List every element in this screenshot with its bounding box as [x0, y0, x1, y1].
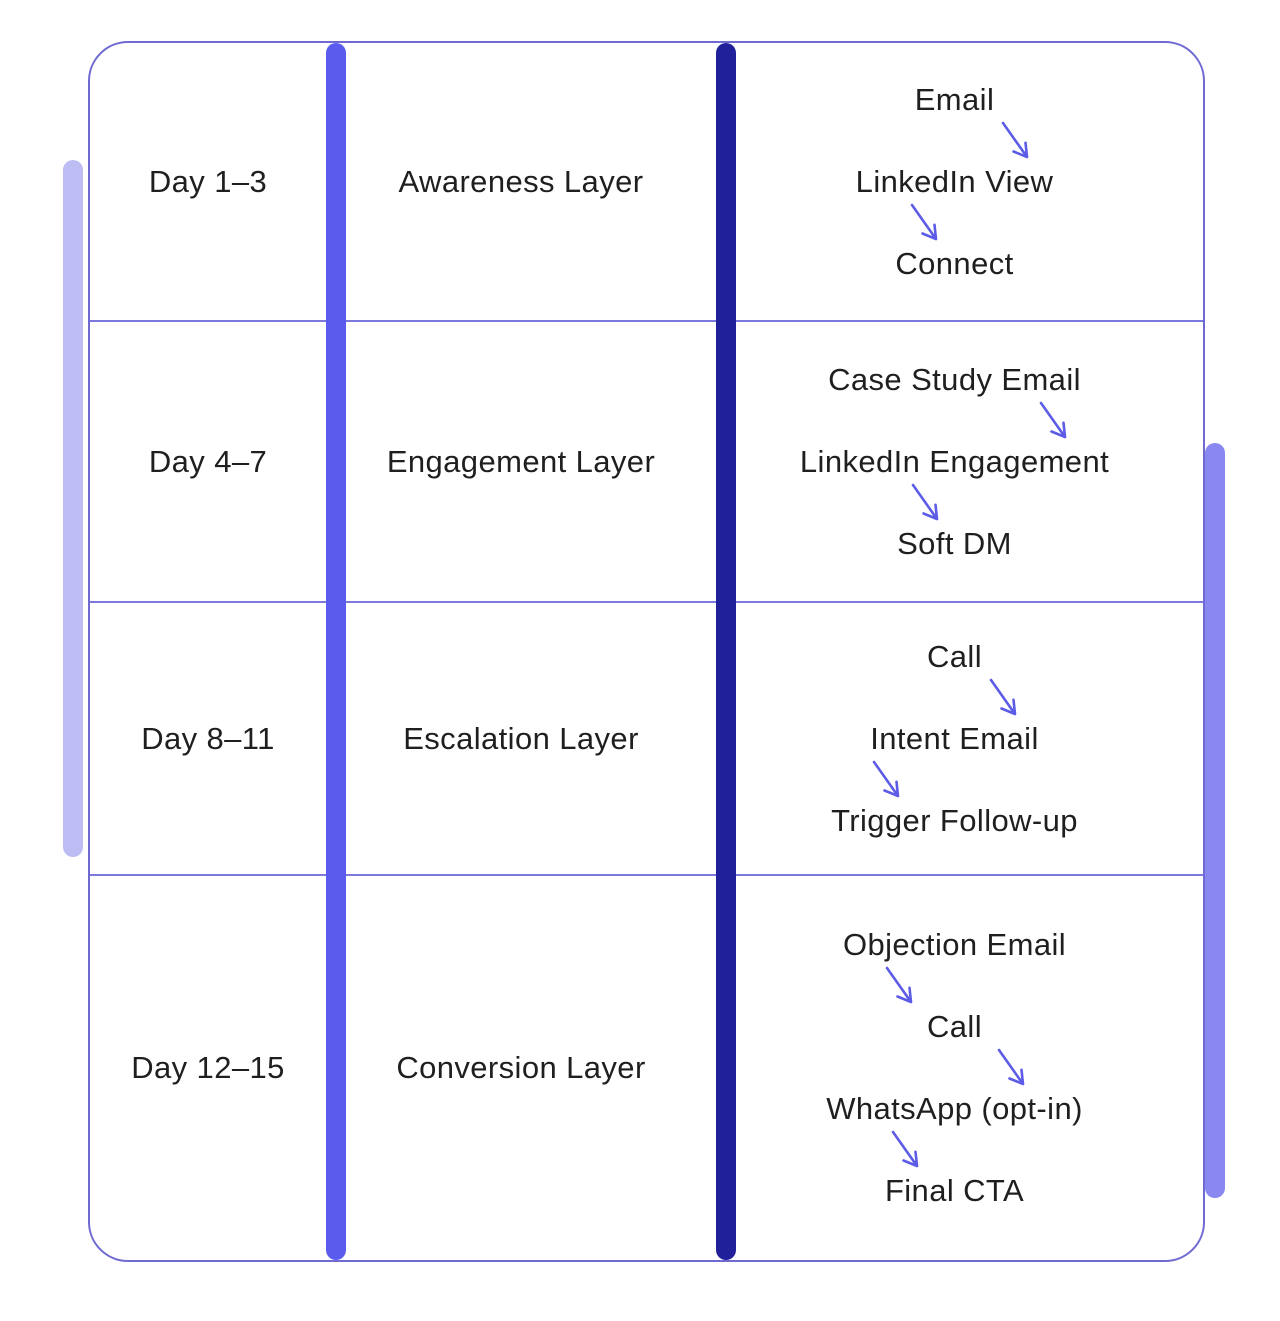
step-label: Trigger Follow-up — [831, 802, 1078, 838]
step-label: Call — [926, 638, 982, 674]
steps-cell: Call Intent Email Trigger Follow-up — [716, 603, 1203, 874]
cadence-table: Day 1–3 Awareness Layer Email LinkedIn V… — [88, 41, 1205, 1262]
step-label: WhatsApp (opt-in) — [826, 1091, 1083, 1126]
table-row: Day 8–11 Escalation Layer Call Intent Em… — [90, 603, 1203, 876]
steps-cell: Case Study Email LinkedIn Engagement Sof… — [716, 322, 1203, 601]
layer-steps-divider-bar — [716, 43, 736, 1260]
right-accent-bar — [1205, 443, 1225, 1198]
step-label: Soft DM — [897, 525, 1012, 561]
arrow-down-right-icon — [872, 760, 899, 797]
day-range-label: Day 1–3 — [148, 163, 268, 199]
step-label: Case Study Email — [828, 361, 1081, 397]
layer-cell: Escalation Layer — [326, 603, 716, 874]
step-label: Intent Email — [870, 720, 1039, 756]
step-label: LinkedIn Engagement — [799, 443, 1110, 479]
arrow-down-right-icon — [891, 1130, 918, 1168]
steps-cell: Email LinkedIn View Connect — [716, 43, 1203, 320]
day-cell: Day 4–7 — [90, 322, 326, 601]
step-label: Email — [914, 81, 995, 117]
arrow-down-right-icon — [1001, 121, 1028, 158]
table-row: Day 12–15 Conversion Layer Objection Ema… — [90, 876, 1203, 1260]
day-cell: Day 1–3 — [90, 43, 326, 320]
arrow-down-right-icon — [911, 483, 938, 520]
arrow-down-right-icon — [910, 203, 937, 240]
arrow-down-right-icon — [1039, 401, 1066, 438]
layer-cell: Awareness Layer — [326, 43, 716, 320]
arrow-down-right-icon — [997, 1048, 1024, 1086]
step-label: Connect — [895, 245, 1014, 281]
arrow-down-right-icon — [989, 678, 1016, 715]
day-cell: Day 12–15 — [90, 876, 326, 1260]
day-range-label: Day 4–7 — [148, 443, 268, 479]
table-row: Day 1–3 Awareness Layer Email LinkedIn V… — [90, 43, 1203, 322]
left-accent-bar — [63, 160, 83, 857]
layer-label: Engagement Layer — [386, 443, 656, 479]
layer-label: Escalation Layer — [403, 720, 639, 756]
steps-cell: Objection Email Call WhatsApp (opt-in) F… — [716, 876, 1203, 1260]
layer-cell: Conversion Layer — [326, 876, 716, 1260]
step-label: LinkedIn View — [855, 163, 1054, 199]
step-label: Call — [926, 1009, 982, 1044]
step-label: Final CTA — [884, 1173, 1025, 1208]
day-cell: Day 8–11 — [90, 603, 326, 874]
step-label: Objection Email — [842, 927, 1067, 962]
day-range-label: Day 12–15 — [131, 1050, 285, 1085]
layer-label: Conversion Layer — [396, 1050, 646, 1085]
arrow-down-right-icon — [885, 966, 912, 1004]
layer-label: Awareness Layer — [398, 163, 644, 199]
day-range-label: Day 8–11 — [141, 720, 275, 756]
day-layer-divider-bar — [326, 43, 346, 1260]
layer-cell: Engagement Layer — [326, 322, 716, 601]
table-row: Day 4–7 Engagement Layer Case Study Emai… — [90, 322, 1203, 603]
